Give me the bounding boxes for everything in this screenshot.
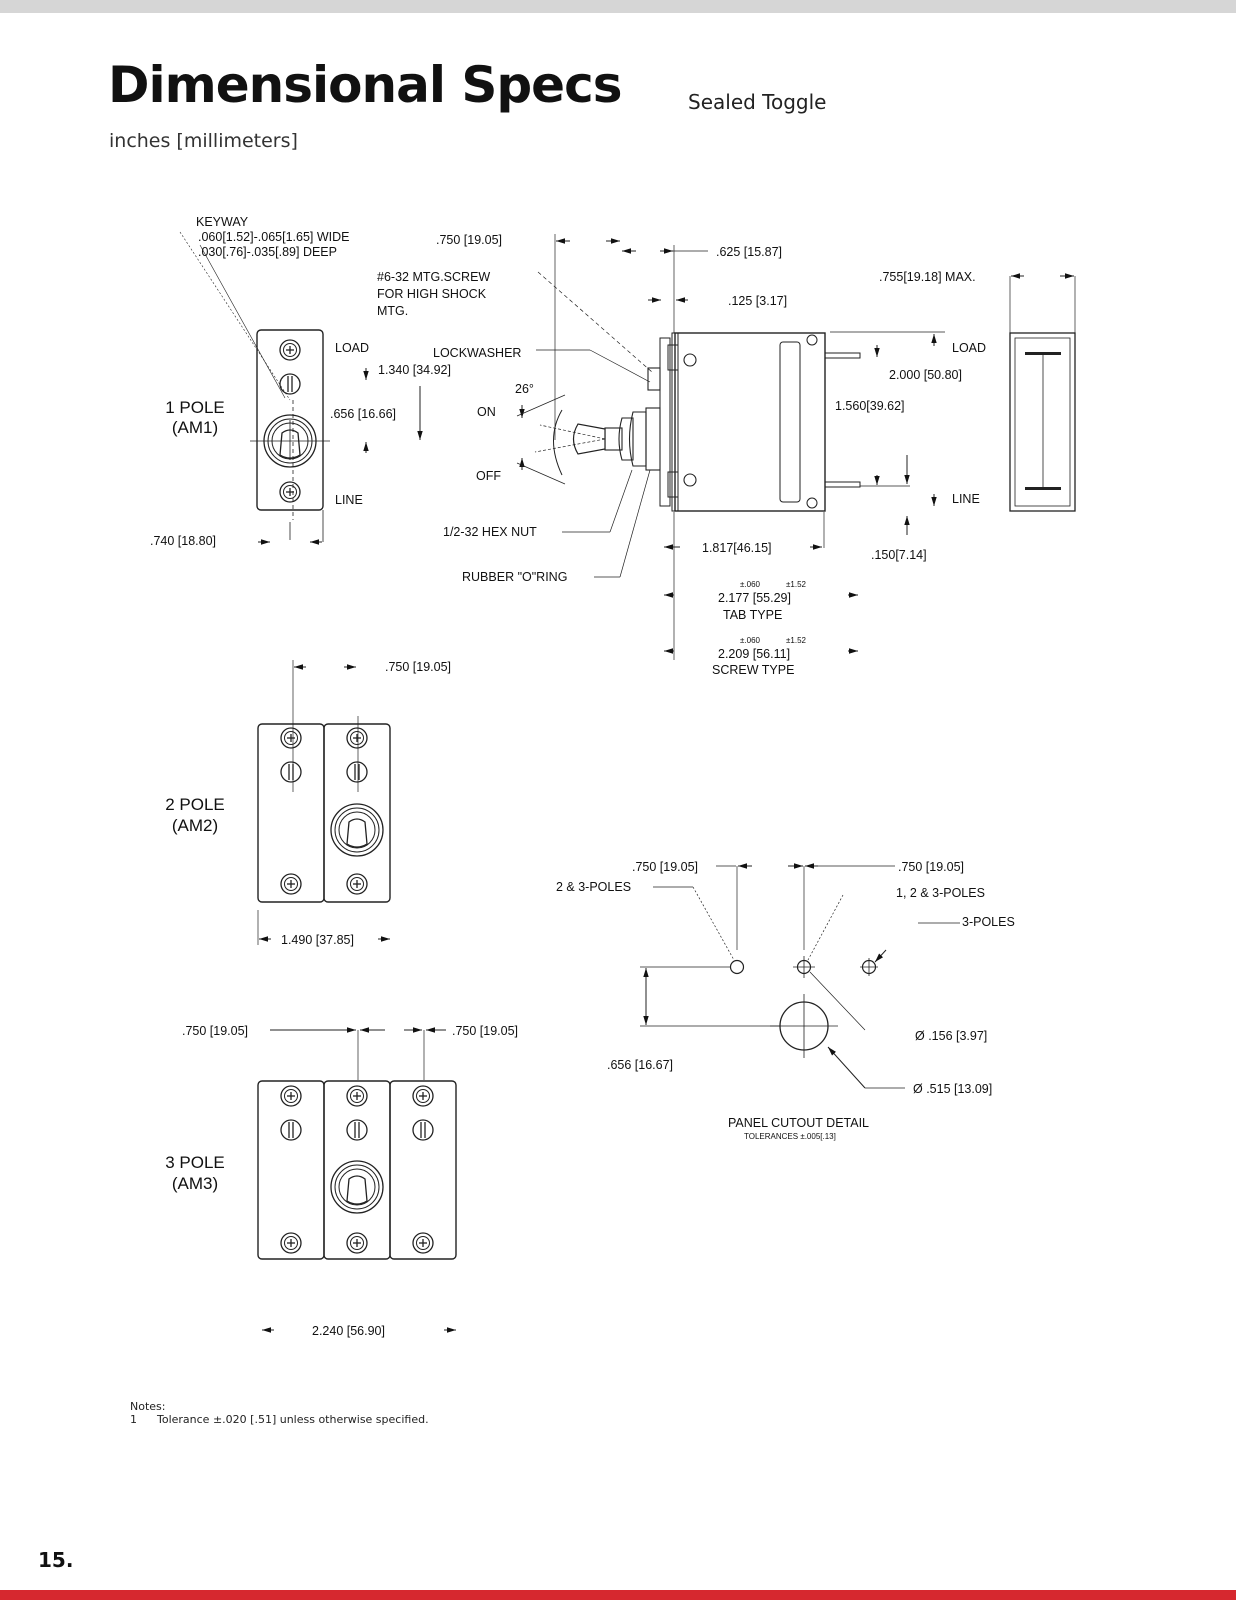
dia-515: Ø .515 [13.09] [913,1082,992,1096]
dim-625: .625 [15.87] [716,245,782,259]
keyway-deep: .030[.76]-.035[.89] DEEP [198,245,337,259]
two-pole-name: 2 POLE [165,795,225,814]
two-pole-code: (AM2) [172,816,218,835]
tab-tol-in: ±.060 [740,580,761,589]
cutout-title: PANEL CUTOUT DETAIL [728,1116,869,1130]
dim-750-two-pole: .750 [19.05] [385,660,451,674]
on-label: ON [477,405,496,419]
one-pole-name: 1 POLE [165,398,225,417]
notes-heading: Notes: [130,1400,166,1413]
units-label: inches [millimeters] [109,130,298,152]
note-text: Tolerance ±.020 [.51] unless otherwise s… [157,1413,429,1426]
panel-cutout-drawing [640,863,960,1089]
page-number: 15. [38,1548,74,1572]
one-pole-load: LOAD [335,341,369,355]
dim-2000: 2.000 [50.80] [889,368,962,382]
one-pole-line: LINE [335,493,363,507]
dim-2177: 2.177 [55.29] [718,591,791,605]
one-pole-drawing [179,231,423,545]
dim-1817: 1.817[46.15] [702,541,772,555]
label-3-poles: 3-POLES [962,915,1015,929]
dim-656-one-pole: .656 [16.66] [330,407,396,421]
screw-tol-mm: ±1.52 [786,636,807,645]
keyway-title: KEYWAY [196,215,249,229]
three-pole-code: (AM3) [172,1174,218,1193]
dim-750-three-left: .750 [19.05] [182,1024,248,1038]
o-ring-label: RUBBER "O"RING [462,570,567,584]
dim-740: .740 [18.80] [150,534,216,548]
dim-2209: 2.209 [56.11] [718,647,790,661]
mtg-screw-line-1: #6-32 MTG.SCREW [377,270,490,284]
screw-type-label: SCREW TYPE [712,663,794,677]
three-pole-name: 3 POLE [165,1153,225,1172]
dim-750-three-right: .750 [19.05] [452,1024,518,1038]
notes-block: Notes: 1 Tolerance ±.020 [.51] unless ot… [130,1400,429,1426]
bottom-bar [0,1590,1236,1600]
screw-tol-in: ±.060 [740,636,761,645]
three-pole-drawing [257,1027,457,1333]
dim-755: .755[19.18] MAX. [879,270,976,284]
note-number: 1 [130,1413,137,1426]
top-bar [0,0,1236,13]
tab-type-label: TAB TYPE [723,608,782,622]
side-load-label: LOAD [952,341,986,355]
two-pole-drawing [257,660,391,945]
label-2-3-poles: 2 & 3-POLES [556,880,631,894]
mtg-screw-line-3: MTG. [377,304,408,318]
label-1-2-3-poles: 1, 2 & 3-POLES [896,886,985,900]
dim-1560: 1.560[39.62] [835,399,905,413]
tab-tol-mm: ±1.52 [786,580,807,589]
mtg-screw-line-2: FOR HIGH SHOCK [377,287,487,301]
dim-750-top: .750 [19.05] [436,233,502,247]
cutout-dim-656: .656 [16.67] [607,1058,673,1072]
page-subtitle: Sealed Toggle [688,90,827,114]
dia-156: Ø .156 [3.97] [915,1029,987,1043]
cutout-dim-750-left: .750 [19.05] [632,860,698,874]
dim-2240: 2.240 [56.90] [312,1324,385,1338]
page-title: Dimensional Specs [108,56,622,114]
off-label: OFF [476,469,501,483]
side-line-label: LINE [952,492,980,506]
note-item: 1 Tolerance ±.020 [.51] unless otherwise… [130,1413,429,1426]
cutout-dim-750-right: .750 [19.05] [898,860,964,874]
side-view-drawing [516,234,1076,660]
dim-1490: 1.490 [37.85] [281,933,354,947]
cutout-tolerance: TOLERANCES ±.005[.13] [744,1132,836,1141]
one-pole-code: (AM1) [172,418,218,437]
angle-label: 26° [515,382,534,396]
dim-125: .125 [3.17] [728,294,787,308]
lockwasher-label: LOCKWASHER [433,346,521,360]
keyway-wide: .060[1.52]-.065[1.65] WIDE [198,230,349,244]
dim-1340: 1.340 [34.92] [378,363,451,377]
dim-150: .150[7.14] [871,548,927,562]
hex-nut-label: 1/2-32 HEX NUT [443,525,537,539]
